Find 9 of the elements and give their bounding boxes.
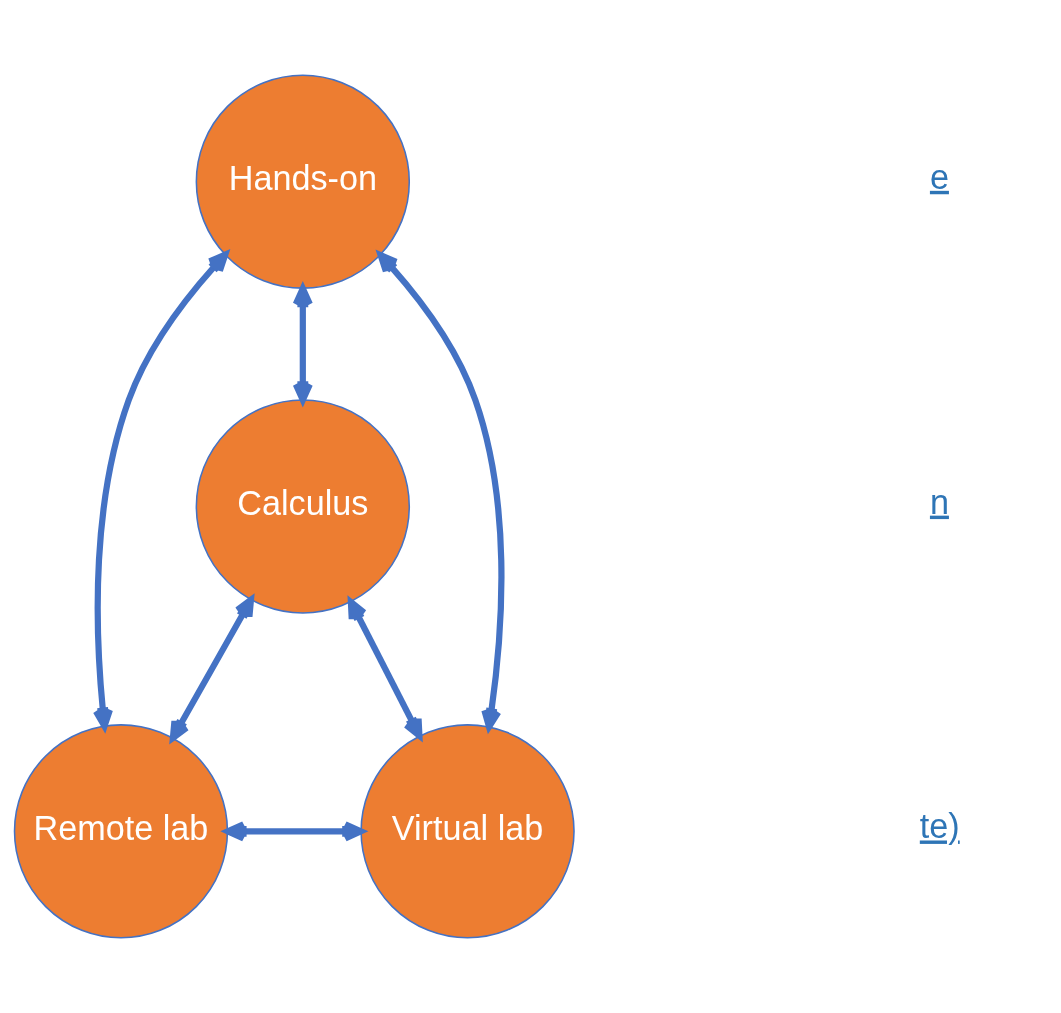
- arrow: [169, 596, 255, 742]
- label: n: [929, 482, 949, 521]
- node-circle: Hands-on: [195, 74, 411, 289]
- arrow: [347, 598, 423, 740]
- label: te): [919, 807, 960, 846]
- node-circle: Remote lab: [13, 724, 229, 939]
- node-circle: Calculus: [195, 399, 411, 614]
- label: e: [929, 157, 949, 196]
- node-circle: Virtual lab: [360, 724, 575, 939]
